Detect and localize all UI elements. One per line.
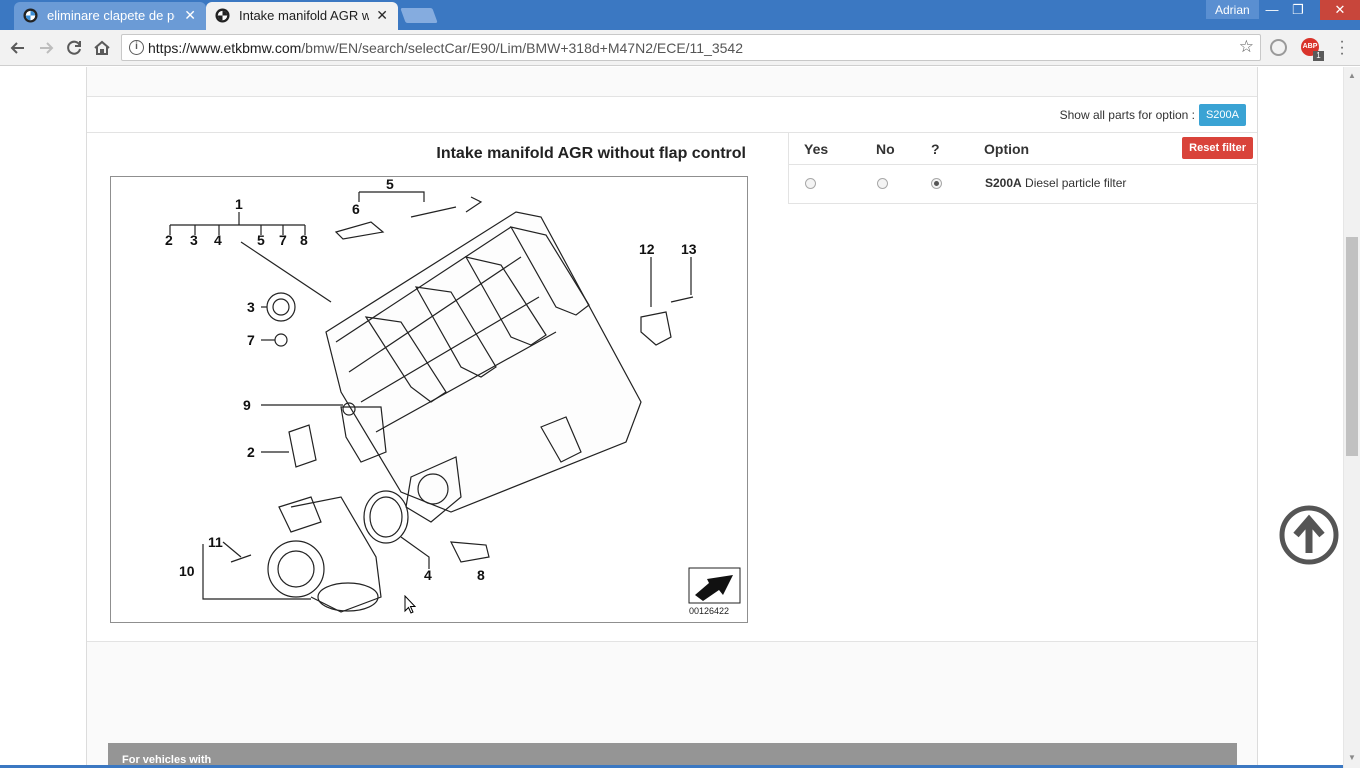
close-icon[interactable]: ✕ (376, 7, 388, 23)
close-icon[interactable]: ✕ (184, 7, 196, 23)
callout-label: 1 (235, 196, 243, 212)
page-viewport: Show all parts for option : S200A Intake… (0, 67, 1343, 768)
reset-filter-button[interactable]: Reset filter (1182, 137, 1253, 159)
callout-label: 8 (300, 232, 308, 248)
scroll-up-arrow-icon[interactable]: ▲ (1348, 71, 1356, 80)
callout-label: 3 (190, 232, 198, 248)
option-button[interactable]: S200A (1198, 104, 1246, 126)
address-bar[interactable]: i https://www.etkbmw.com/bmw/EN/search/s… (121, 34, 1261, 61)
reload-icon (67, 40, 81, 55)
url-path: /bmw/EN/search/selectCar/E90/Lim/BMW+318… (301, 40, 744, 56)
callout-label: 4 (214, 232, 222, 248)
option-bar: Show all parts for option : S200A (87, 97, 1257, 133)
url-text: https://www.etkbmw.com/bmw/EN/search/sel… (148, 40, 743, 56)
tab-background (206, 2, 398, 30)
diagram-image-id: 00126422 (689, 606, 729, 616)
top-band (87, 67, 1257, 97)
content-frame: Show all parts for option : S200A Intake… (86, 67, 1258, 768)
option-code: S200A (985, 176, 1022, 190)
callout-label: 4 (424, 567, 432, 583)
bmw-logo-icon (23, 8, 38, 23)
bmw-logo-icon (215, 8, 230, 23)
option-description: Diesel particle filter (1025, 176, 1127, 190)
header-no: No (876, 141, 895, 157)
callout-label: 8 (477, 567, 485, 583)
callout-label: 7 (279, 232, 287, 248)
restore-button[interactable]: ❐ (1292, 2, 1304, 17)
vehicles-header: For vehicles with (108, 743, 1237, 768)
reload-button[interactable] (63, 37, 85, 59)
callout-label: 11 (208, 534, 223, 550)
tab-intake-manifold[interactable]: Intake manifold AGR with ✕ (206, 2, 398, 30)
window-close-button[interactable]: ✕ (1320, 0, 1360, 20)
show-parts-label: Show all parts for option : (1059, 108, 1195, 122)
browser-titlebar: eliminare clapete de pe a ✕ Intake manif… (0, 0, 1360, 30)
parts-diagram-illustration: 1 2 3 4 5 7 8 5 6 3 7 9 2 10 11 4 8 (165, 177, 741, 616)
parts-diagram[interactable]: 1 2 3 4 5 7 8 5 6 3 7 9 2 10 11 4 8 (110, 176, 748, 623)
header-option: Option (984, 141, 1030, 157)
arrow-right-icon (40, 42, 54, 54)
callout-label: 2 (247, 444, 255, 460)
callout-label: 13 (681, 241, 697, 257)
header-unknown: ? (931, 141, 940, 157)
minimize-button[interactable]: — (1265, 2, 1279, 17)
extension-icon[interactable] (1270, 39, 1287, 56)
back-button[interactable] (7, 37, 29, 59)
option-row-label: S200A Diesel particle filter (985, 176, 1126, 190)
home-button[interactable] (91, 37, 113, 59)
callout-label: 12 (639, 241, 655, 257)
tab-title: Intake manifold AGR with (239, 8, 369, 23)
scroll-to-top-icon[interactable] (1279, 505, 1339, 565)
profile-button[interactable]: Adrian (1206, 0, 1259, 19)
callout-label: 10 (179, 563, 195, 579)
callout-label: 5 (257, 232, 265, 248)
arrow-left-icon (10, 42, 24, 54)
taskbar-edge (0, 765, 1343, 768)
tab-background (14, 2, 206, 30)
browser-toolbar: i https://www.etkbmw.com/bmw/EN/search/s… (0, 30, 1360, 66)
callout-label: 9 (243, 397, 251, 413)
mouse-cursor-icon (404, 595, 417, 614)
forward-button[interactable] (35, 37, 57, 59)
tab-eliminare[interactable]: eliminare clapete de pe a ✕ (14, 2, 206, 30)
scrollbar-thumb[interactable] (1346, 237, 1358, 456)
url-host: https://www.etkbmw.com (148, 40, 302, 56)
header-yes: Yes (804, 141, 829, 157)
callout-label: 3 (247, 299, 255, 315)
home-icon (94, 40, 110, 55)
page-scrollbar[interactable]: ▲ ▼ (1343, 67, 1360, 768)
browser-menu-icon[interactable]: ··· (1339, 33, 1345, 62)
scroll-down-arrow-icon[interactable]: ▼ (1348, 753, 1356, 762)
header-divider (789, 164, 1258, 165)
callout-label: 7 (247, 332, 255, 348)
callout-label: 5 (386, 177, 394, 192)
diagram-title: Intake manifold AGR without flap control (436, 145, 746, 162)
bookmark-star-icon[interactable]: ☆ (1238, 37, 1254, 56)
callout-label: 6 (352, 201, 360, 217)
new-tab-button[interactable] (400, 8, 438, 23)
lower-band: For vehicles with (87, 641, 1257, 768)
callout-label: 2 (165, 232, 173, 248)
orientation-arrow-icon (688, 567, 741, 604)
vehicles-header-label: For vehicles with (122, 754, 212, 766)
radio-yes[interactable] (805, 178, 816, 189)
radio-no[interactable] (877, 178, 888, 189)
radio-unknown[interactable] (931, 178, 942, 189)
tab-title: eliminare clapete de pe a (47, 8, 175, 23)
adblock-badge: 1 (1313, 51, 1324, 61)
info-icon[interactable]: i (129, 40, 144, 55)
option-filter-table: Yes No ? Option Reset filter S200A Diese… (788, 133, 1258, 204)
